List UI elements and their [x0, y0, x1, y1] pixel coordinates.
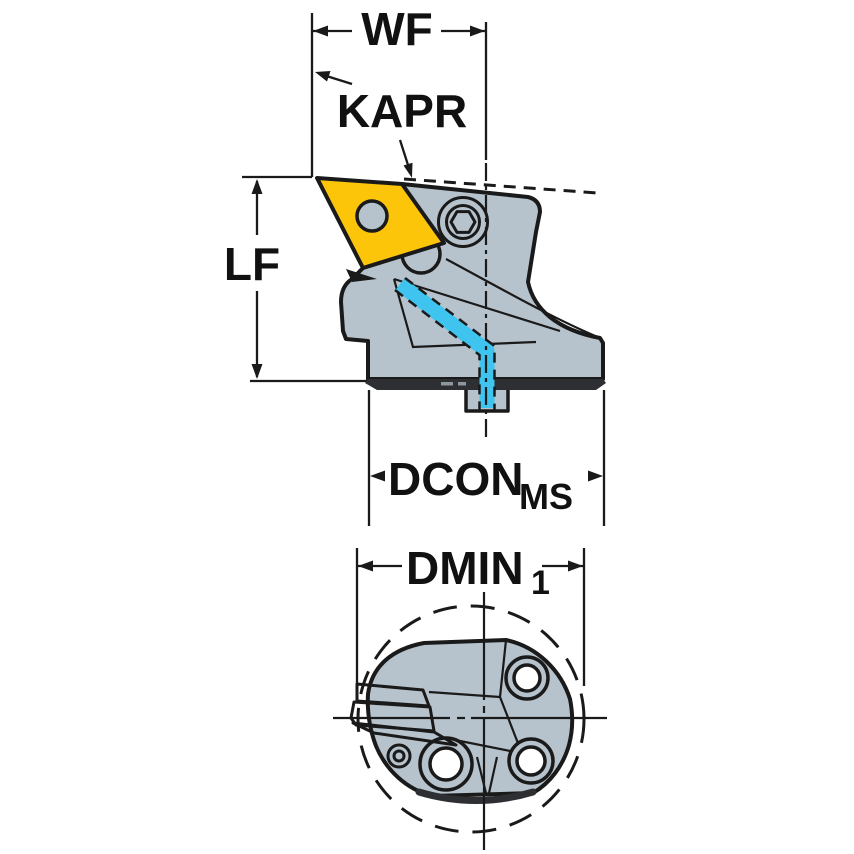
insert-pocket-outline	[392, 278, 537, 349]
lf-arrow-up	[251, 179, 263, 194]
label-kapr: KAPR	[337, 85, 467, 137]
lf-arrow-down	[251, 364, 263, 379]
dcon-arrow-left	[370, 470, 385, 482]
wf-dimension: WF	[313, 3, 485, 55]
facet-line-seat-to-center	[428, 690, 501, 699]
kapr-reference-dashed-line	[403, 177, 599, 195]
facet-line-v-right	[487, 756, 499, 794]
kapr-arrow-upper	[315, 71, 331, 82]
dmin-dimension: DMIN 1	[355, 542, 586, 698]
hole-bottom-right-inner	[515, 745, 547, 777]
insert-center-hole	[355, 199, 389, 233]
hole-bottom-center-inner	[428, 746, 464, 782]
kapr-leader-lower	[398, 139, 410, 166]
facet-line-top-edge	[498, 639, 508, 698]
lf-dimension: LF	[224, 179, 280, 379]
end-view-holes	[386, 655, 555, 792]
kapr-arrow-lower	[403, 162, 413, 178]
label-wf: WF	[361, 3, 433, 55]
dmin-arrow-right	[568, 560, 583, 572]
clamp-tip-shadow	[346, 269, 377, 282]
wf-arrow-left	[313, 25, 328, 37]
hole-small-inner	[392, 749, 406, 763]
hole-small-outer	[386, 743, 412, 769]
cartridge-boundary-curve	[445, 258, 601, 340]
head-bottom-shadow-band	[415, 788, 537, 804]
label-dcon-subscript: MS	[519, 476, 573, 517]
label-dmin-subscript: 1	[531, 564, 550, 602]
hex-socket-icon	[449, 210, 477, 234]
kapr-leader-upper	[327, 75, 353, 86]
side-view: WF KAPR LF	[224, 3, 606, 526]
dcon-arrow-right	[588, 470, 603, 482]
band-highlight-dash-1	[441, 382, 453, 386]
label-lf: LF	[224, 238, 280, 290]
screw-head-inner-circle	[445, 204, 481, 240]
coolant-channel-dashed-edge-right	[404, 277, 496, 410]
hole-top-right-inner	[512, 663, 542, 693]
dmin-arrow-left	[358, 560, 373, 572]
label-dmin: DMIN	[406, 542, 524, 594]
end-view-centerlines	[333, 592, 607, 850]
wf-arrow-right	[470, 25, 485, 37]
end-view: DMIN 1	[333, 542, 607, 850]
dcon-dimension: DCON MS	[370, 453, 603, 517]
insert-end-view-lower-facet	[351, 721, 458, 747]
pocket-hypotenuse-line	[393, 277, 561, 333]
band-highlight-dash-2	[458, 382, 466, 386]
clamp-screw	[437, 196, 489, 248]
screw-head-outer-circle	[437, 196, 489, 248]
label-dcon: DCON	[388, 453, 523, 505]
coolant-channel-dashed-edge-left	[394, 289, 481, 410]
kapr-annotation: KAPR	[315, 71, 467, 178]
